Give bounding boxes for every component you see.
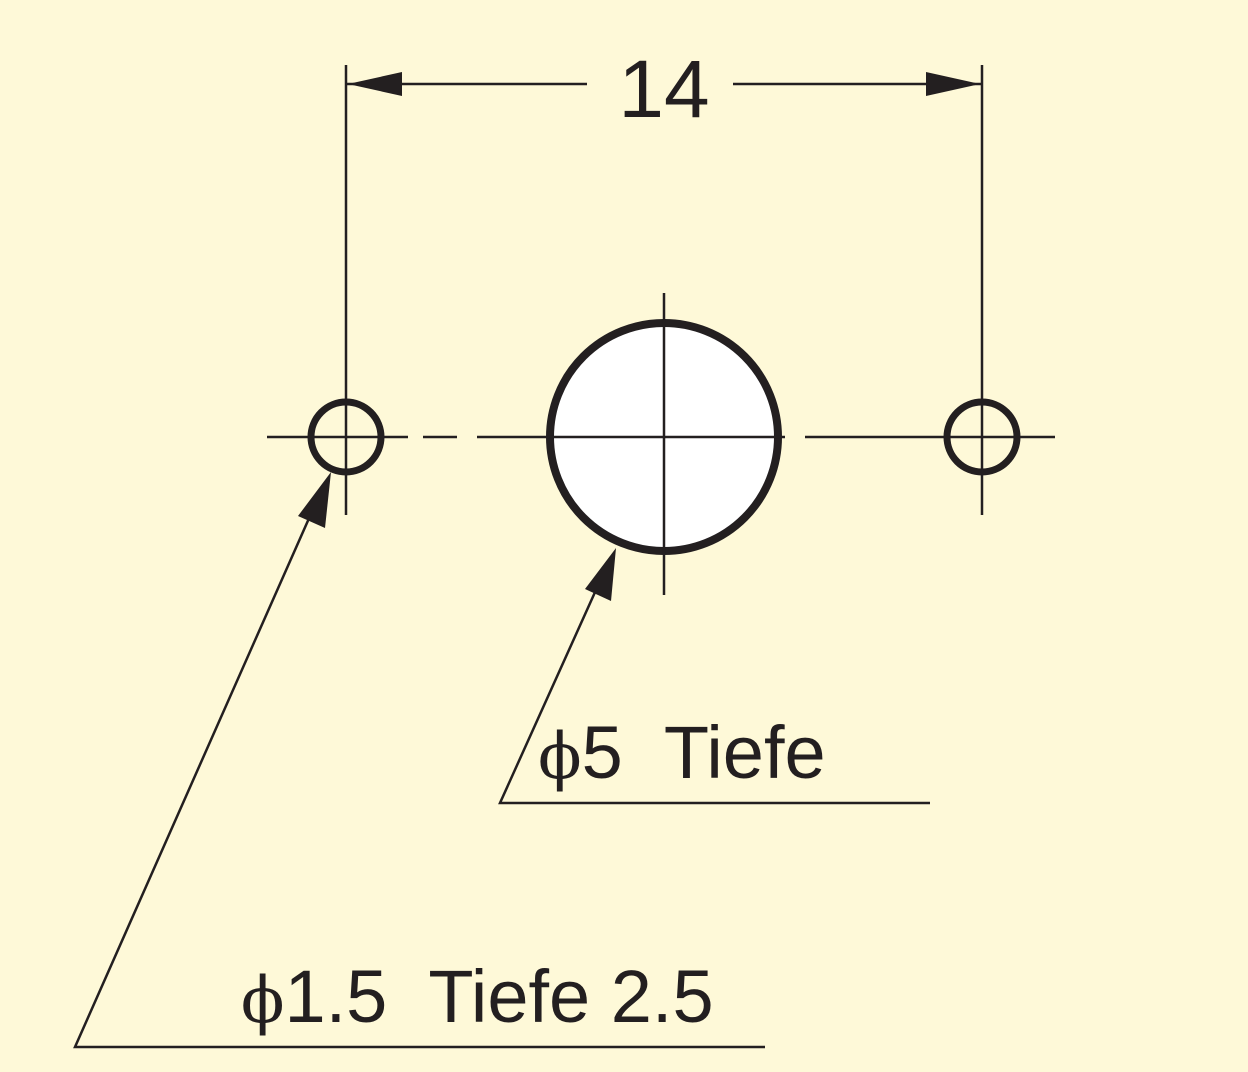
- leader-line-large-hole: [498, 569, 930, 805]
- leader-line-small-hole: [73, 497, 765, 1049]
- callout-large-hole: ϕ5 Tiefe: [538, 711, 826, 794]
- callout-small-hole: ϕ1.5 Tiefe 2.5: [138, 955, 775, 1038]
- leader-arrow-large-hole: [585, 548, 616, 601]
- small-hole-left: [307, 398, 385, 476]
- diameter-symbol: ϕ: [241, 964, 285, 1038]
- diameter-symbol: ϕ: [538, 720, 582, 794]
- dimension-arrow-right: [926, 72, 980, 96]
- small-hole-right: [943, 398, 1021, 476]
- leader-arrow-small-hole: [298, 472, 331, 528]
- dimension-value: 14: [618, 44, 709, 135]
- callout-large-hole-text: 5 Tiefe: [582, 711, 826, 794]
- dimension-arrow-left: [348, 72, 402, 96]
- callout-small-hole-text: 1.5 Tiefe 2.5: [284, 955, 713, 1038]
